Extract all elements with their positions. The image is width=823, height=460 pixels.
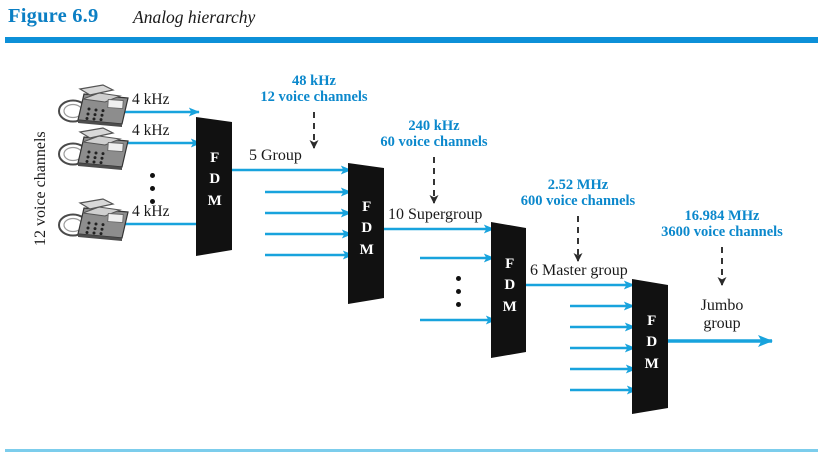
- callout-stage-2: 240 kHz 60 voice channels: [380, 118, 487, 150]
- footer-divider: [5, 449, 818, 452]
- left-axis-label: 12 voice channels: [32, 131, 49, 246]
- callout-3-channels: 600 voice channels: [520, 193, 636, 210]
- input-label-3: 4 kHz: [132, 203, 170, 220]
- fdm1-output-arrows: [232, 165, 354, 260]
- telephone-icon: [56, 196, 132, 242]
- fdm-3-box: [491, 222, 526, 358]
- stage-2-output-label: 10 Supergroup: [388, 206, 483, 223]
- telephone-icon: [56, 125, 132, 171]
- figure-number: Figure 6.9: [8, 5, 99, 27]
- vertical-ellipsis-icon: [456, 276, 461, 315]
- stage-4-output-label-line1: Jumbo: [700, 297, 744, 314]
- callout-3-frequency: 2.52 MHz: [547, 177, 609, 193]
- callout-4-frequency: 16.984 MHz: [684, 208, 760, 224]
- input-label-1: 4 kHz: [132, 91, 170, 108]
- fdm3-output-arrows: [526, 280, 638, 395]
- stage-4-output-label-line2: group: [703, 314, 741, 332]
- stage-1-output-label: 5 Group: [249, 147, 302, 164]
- telephone-icon: [56, 82, 132, 128]
- callout-stage-1: 48 kHz 12 voice channels: [260, 73, 367, 105]
- fdm2-output-arrows: [384, 224, 497, 325]
- header-divider: [5, 37, 818, 43]
- callout-1-frequency: 48 kHz: [292, 73, 336, 89]
- callout-2-channels: 60 voice channels: [380, 134, 488, 151]
- callout-stage-4: 16.984 MHz 3600 voice channels: [661, 208, 783, 240]
- vertical-ellipsis-icon: [150, 173, 155, 212]
- stage-4-output-label: Jumbo group: [701, 297, 744, 333]
- fdm-4-box: [632, 279, 668, 414]
- callout-stage-3: 2.52 MHz 600 voice channels: [521, 177, 635, 209]
- callout-1-channels: 12 voice channels: [260, 89, 368, 106]
- callout-4-channels: 3600 voice channels: [661, 224, 783, 241]
- fdm-1-box: [196, 117, 232, 256]
- fdm-2-box: [348, 163, 384, 304]
- callout-2-frequency: 240 kHz: [408, 118, 460, 134]
- figure-header: Figure 6.9 Analog hierarchy: [0, 0, 823, 45]
- figure-caption: Analog hierarchy: [133, 7, 256, 27]
- input-label-2: 4 kHz: [132, 122, 170, 139]
- stage-3-output-label: 6 Master group: [530, 262, 628, 279]
